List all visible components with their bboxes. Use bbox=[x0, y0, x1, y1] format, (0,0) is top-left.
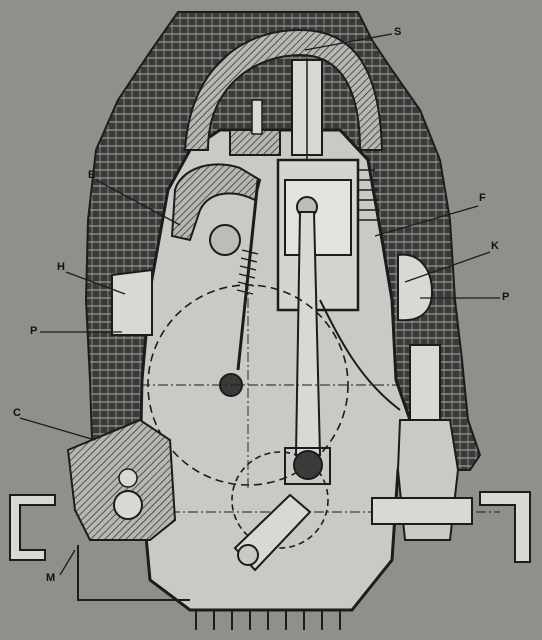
left-bracket bbox=[9, 494, 56, 561]
callout-c: C bbox=[13, 407, 21, 419]
callout-p-right: P bbox=[502, 291, 510, 303]
callout-e: E bbox=[88, 169, 96, 181]
sump-fins bbox=[195, 610, 341, 630]
callout-m: M bbox=[46, 572, 56, 584]
callout-h: H bbox=[57, 261, 65, 273]
leader-h bbox=[65, 271, 126, 295]
big-end-cap bbox=[284, 447, 331, 485]
push-rod bbox=[236, 179, 260, 371]
cam-lobe bbox=[209, 224, 241, 256]
piston bbox=[284, 179, 352, 256]
leader-m bbox=[59, 549, 76, 576]
callout-f: F bbox=[479, 192, 486, 204]
connecting-rod bbox=[294, 211, 322, 456]
leader-f bbox=[374, 205, 479, 237]
leader-e bbox=[95, 179, 181, 226]
right-bracket bbox=[479, 491, 531, 563]
leader-c bbox=[19, 417, 96, 441]
h-pipe bbox=[111, 268, 153, 336]
leader-s bbox=[304, 33, 393, 51]
valve-spring bbox=[236, 249, 259, 295]
oil-pipe-left bbox=[77, 545, 190, 601]
callout-p-left: P bbox=[30, 325, 38, 337]
crank-disc-outline bbox=[231, 451, 329, 549]
cylinder-head-dome bbox=[183, 28, 384, 151]
pump-pipe bbox=[409, 344, 441, 421]
spark-plug bbox=[251, 99, 263, 135]
leader-lines bbox=[19, 33, 500, 576]
right-cylinder-fins bbox=[358, 169, 380, 221]
pump-shaft bbox=[371, 497, 473, 525]
callout-k: K bbox=[491, 240, 499, 252]
leader-k bbox=[404, 251, 491, 283]
oil-pipe bbox=[319, 299, 401, 411]
k-fitting bbox=[397, 253, 434, 322]
magneto-gear bbox=[113, 490, 143, 520]
crankpin bbox=[293, 450, 323, 480]
callout-s: S bbox=[394, 26, 402, 38]
